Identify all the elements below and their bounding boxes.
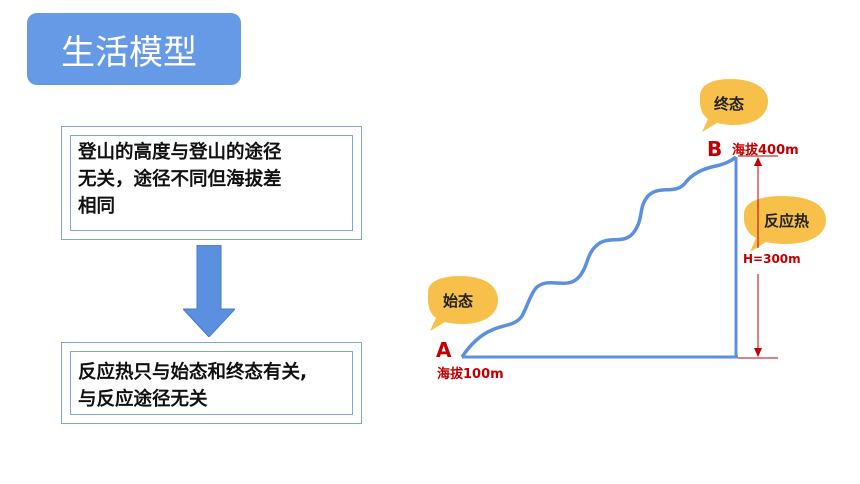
statement-box-inner <box>70 351 353 415</box>
height-arrowhead-top <box>754 157 762 166</box>
altitude-b-label: 海拔400m <box>732 143 799 158</box>
down-arrow-icon <box>183 245 235 337</box>
start-state-bubble <box>428 276 498 331</box>
climbing-path <box>460 155 738 358</box>
point-a-label: A <box>436 338 452 362</box>
end-state-label: 终态 <box>714 95 745 113</box>
end-state-bubble <box>700 79 768 132</box>
page-title: 生活模型 <box>27 13 241 85</box>
height-label: H=300m <box>743 252 801 266</box>
statement-text-mountain: 登山的高度与登山的途径 无关，途径不同但海拔差 相同 <box>78 142 282 217</box>
height-arrowhead-bottom <box>754 348 762 357</box>
statement-box-reaction-heat: 反应热只与始态和终态有关, 与反应途径无关 <box>61 342 362 424</box>
point-b-label: B <box>707 137 723 161</box>
statement-text-reaction-heat: 反应热只与始态和终态有关, 与反应途径无关 <box>78 362 308 410</box>
reaction-heat-label: 反应热 <box>764 212 810 230</box>
altitude-a-label: 海拔100m <box>437 367 504 382</box>
statement-box-inner <box>70 135 353 231</box>
start-state-label: 始态 <box>443 292 474 310</box>
reaction-heat-bubble <box>744 196 826 252</box>
statement-box-mountain: 登山的高度与登山的途径 无关，途径不同但海拔差 相同 <box>61 126 362 240</box>
